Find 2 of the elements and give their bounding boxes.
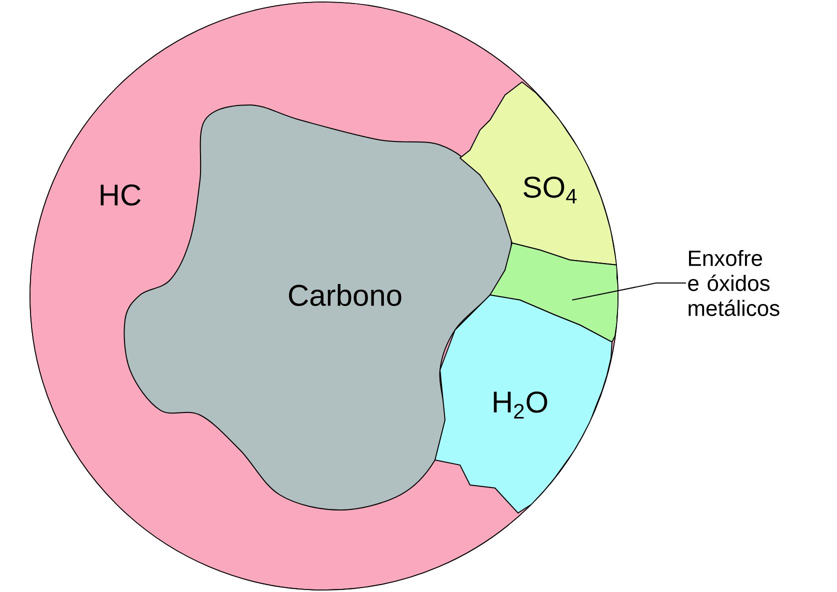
leader-line	[572, 282, 686, 300]
callout-label: Enxofre e óxidos metálicos	[688, 250, 780, 316]
